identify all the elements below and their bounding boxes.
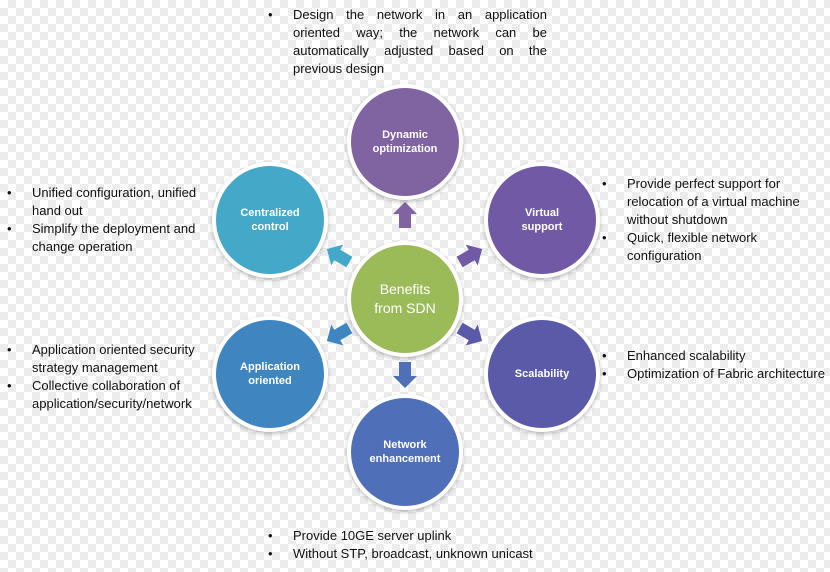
bullet-item: Application oriented security strategy m… xyxy=(6,341,214,377)
bullet-item: Enhanced scalability xyxy=(601,347,826,365)
arrow-to-scalability xyxy=(456,322,483,346)
bullets-bottom: Provide 10GE server uplink Without STP, … xyxy=(267,527,567,563)
bullet-item: Simplify the deployment and change opera… xyxy=(6,220,206,256)
node-scalability: Scalability xyxy=(484,316,600,432)
bullets-lower-left: Application oriented security strategy m… xyxy=(6,341,214,413)
arrow-to-centralized-control xyxy=(326,244,353,268)
node-centralized-control: Centralized control xyxy=(212,162,328,278)
bullet-item: Optimization of Fabric architecture xyxy=(601,365,826,383)
node-application-oriented: Application oriented xyxy=(212,316,328,432)
node-scalability-label: Scalability xyxy=(514,368,570,380)
bullets-upper-left: Unified configuration, unified hand out … xyxy=(6,184,206,256)
arrow-to-application-oriented xyxy=(326,322,353,346)
bullet-item: Design the network in an application ori… xyxy=(267,6,547,78)
arrow-to-virtual-support xyxy=(456,244,483,268)
center-label: Benefits from SDN xyxy=(374,281,436,316)
node-virtual-support-label: Virtual support xyxy=(521,207,563,233)
bullet-item: Quick, flexible network configuration xyxy=(601,229,826,265)
bullet-item: Provide 10GE server uplink xyxy=(267,527,567,545)
arrow-to-network-enhancement xyxy=(393,362,417,388)
bullets-upper-right: Provide perfect support for relocation o… xyxy=(601,175,826,265)
arrow-to-dynamic-optimization xyxy=(393,202,417,228)
bullets-lower-right: Enhanced scalability Optimization of Fab… xyxy=(601,347,826,383)
node-application-oriented-label: Application oriented xyxy=(240,361,300,387)
node-dynamic-optimization: Dynamic optimization xyxy=(347,84,463,200)
bullet-item: Unified configuration, unified hand out xyxy=(6,184,206,220)
bullets-top: Design the network in an application ori… xyxy=(267,6,547,78)
bullet-item: Provide perfect support for relocation o… xyxy=(601,175,826,229)
center-benefits-from-sdn: Benefits from SDN xyxy=(347,241,463,357)
node-network-enhancement-label: Network enhancement xyxy=(369,439,441,465)
node-centralized-control-label: Centralized control xyxy=(240,207,300,233)
node-network-enhancement: Network enhancement xyxy=(347,394,463,510)
bullet-item: Collective collaboration of application/… xyxy=(6,377,214,413)
bullet-item: Without STP, broadcast, unknown unicast xyxy=(267,545,567,563)
node-dynamic-optimization-label: Dynamic optimization xyxy=(372,129,438,155)
node-virtual-support: Virtual support xyxy=(484,162,600,278)
